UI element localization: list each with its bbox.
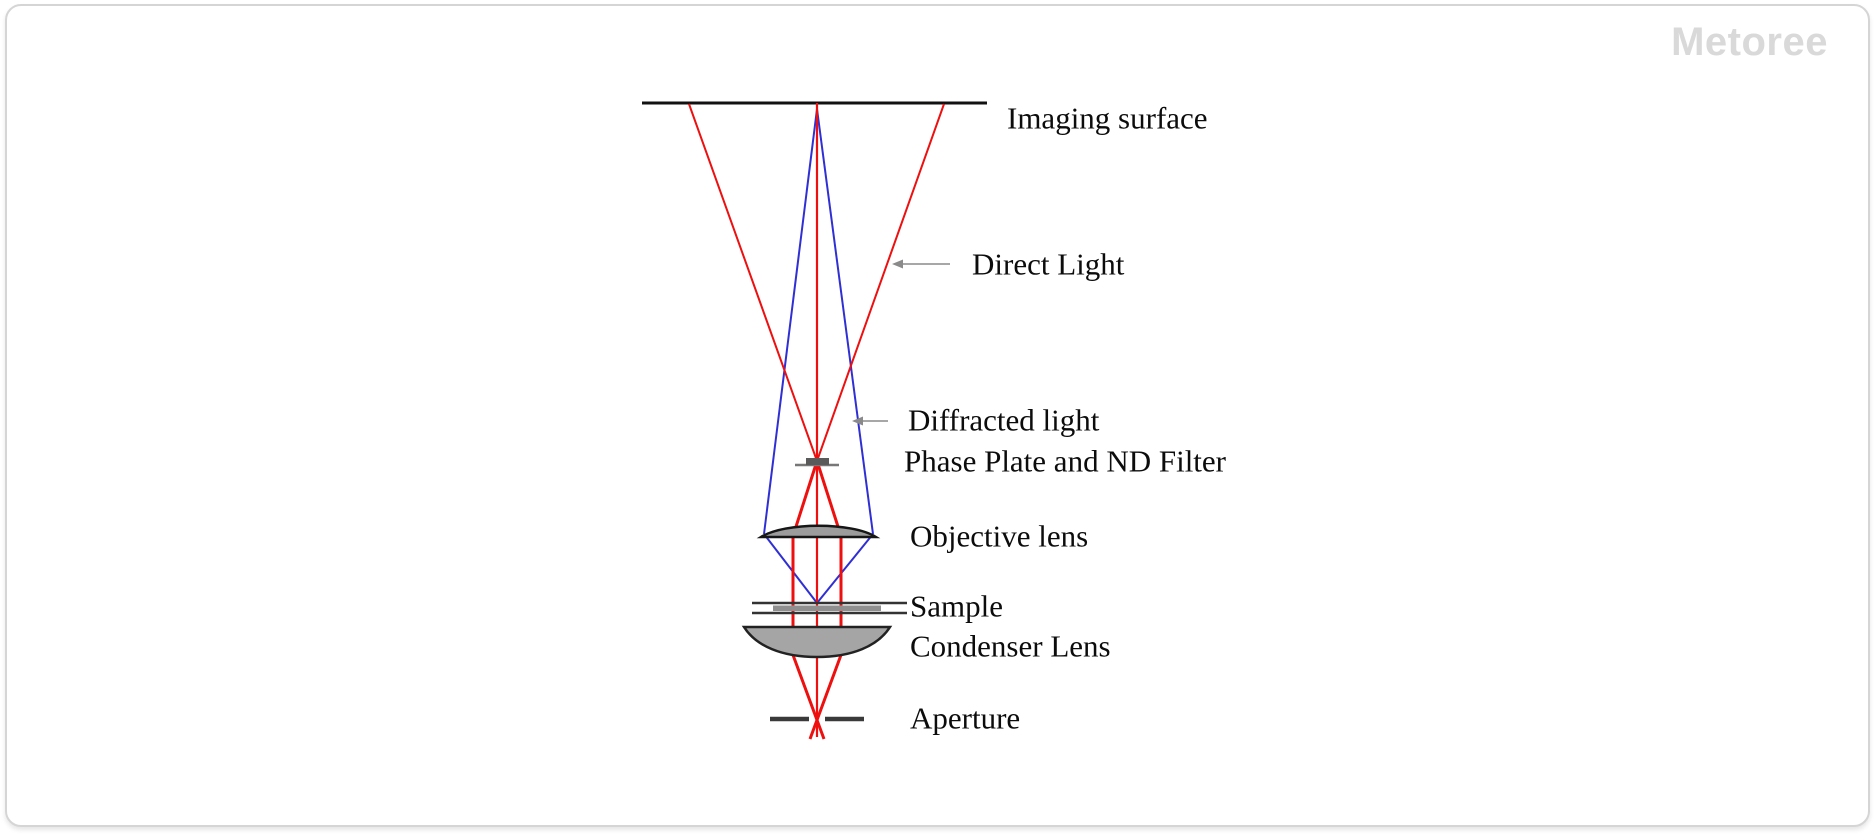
optical-path-diagram — [642, 101, 987, 740]
direct-light-label: Direct Light — [972, 246, 1125, 282]
phase-plate-nd-filter — [795, 458, 839, 467]
direct-light-arrow-icon — [892, 259, 950, 269]
condenser-lens-shape — [741, 625, 893, 659]
diffracted-light-label: Diffracted light — [908, 402, 1100, 438]
diffracted-light-arrow-icon — [852, 416, 888, 426]
sample-label: Sample — [910, 588, 1003, 624]
content-card: Metoree — [5, 4, 1870, 827]
metoree-brand-logo: Metoree — [1671, 20, 1828, 64]
objective-lens-label: Objective lens — [910, 518, 1089, 554]
objective-lens-shape — [756, 524, 881, 539]
imaging-surface-label: Imaging surface — [1007, 100, 1208, 136]
phase-plate-label: Phase Plate and ND Filter — [904, 443, 1227, 479]
aperture-label: Aperture — [910, 700, 1021, 736]
condenser-lens-label: Condenser Lens — [910, 628, 1111, 664]
diffracted-light-rays — [763, 108, 874, 604]
sample-slide — [752, 601, 907, 615]
